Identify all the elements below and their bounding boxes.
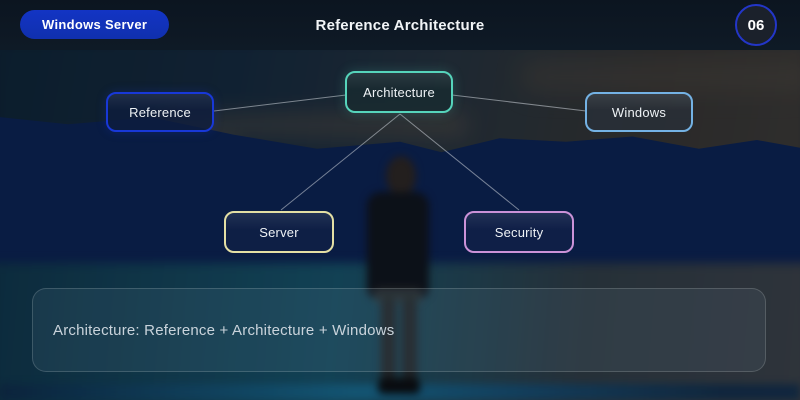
summary-text: Architecture: Reference + Architecture +… xyxy=(53,321,395,339)
cloud xyxy=(520,62,800,92)
node-reference[interactable]: Reference xyxy=(106,92,214,132)
node-server-label: Server xyxy=(259,224,299,240)
summary-panel: Architecture: Reference + Architecture +… xyxy=(32,288,766,372)
page-title: Reference Architecture xyxy=(315,16,485,34)
person-shoes xyxy=(378,378,420,394)
person-leg xyxy=(381,298,396,386)
node-windows-label: Windows xyxy=(611,104,667,120)
edge-architecture-windows xyxy=(451,94,587,112)
edge-architecture-security xyxy=(399,113,520,211)
person-leg xyxy=(402,298,417,386)
header-bar: Windows Server Reference Architecture 06 xyxy=(0,0,800,50)
windows-server-badge[interactable]: Windows Server xyxy=(20,10,170,39)
node-reference-label: Reference xyxy=(129,104,191,120)
node-security-label: Security xyxy=(494,224,544,240)
node-windows[interactable]: Windows xyxy=(585,92,693,132)
node-security[interactable]: Security xyxy=(464,211,574,253)
edge-reference-architecture xyxy=(213,94,347,112)
node-architecture-label: Architecture xyxy=(363,84,435,100)
node-server[interactable]: Server xyxy=(224,211,334,253)
person-torso xyxy=(367,192,429,298)
slide-number-badge: 06 xyxy=(735,4,777,46)
person-head xyxy=(386,156,416,196)
node-architecture[interactable]: Architecture xyxy=(345,71,453,113)
edge-architecture-server xyxy=(280,113,401,211)
